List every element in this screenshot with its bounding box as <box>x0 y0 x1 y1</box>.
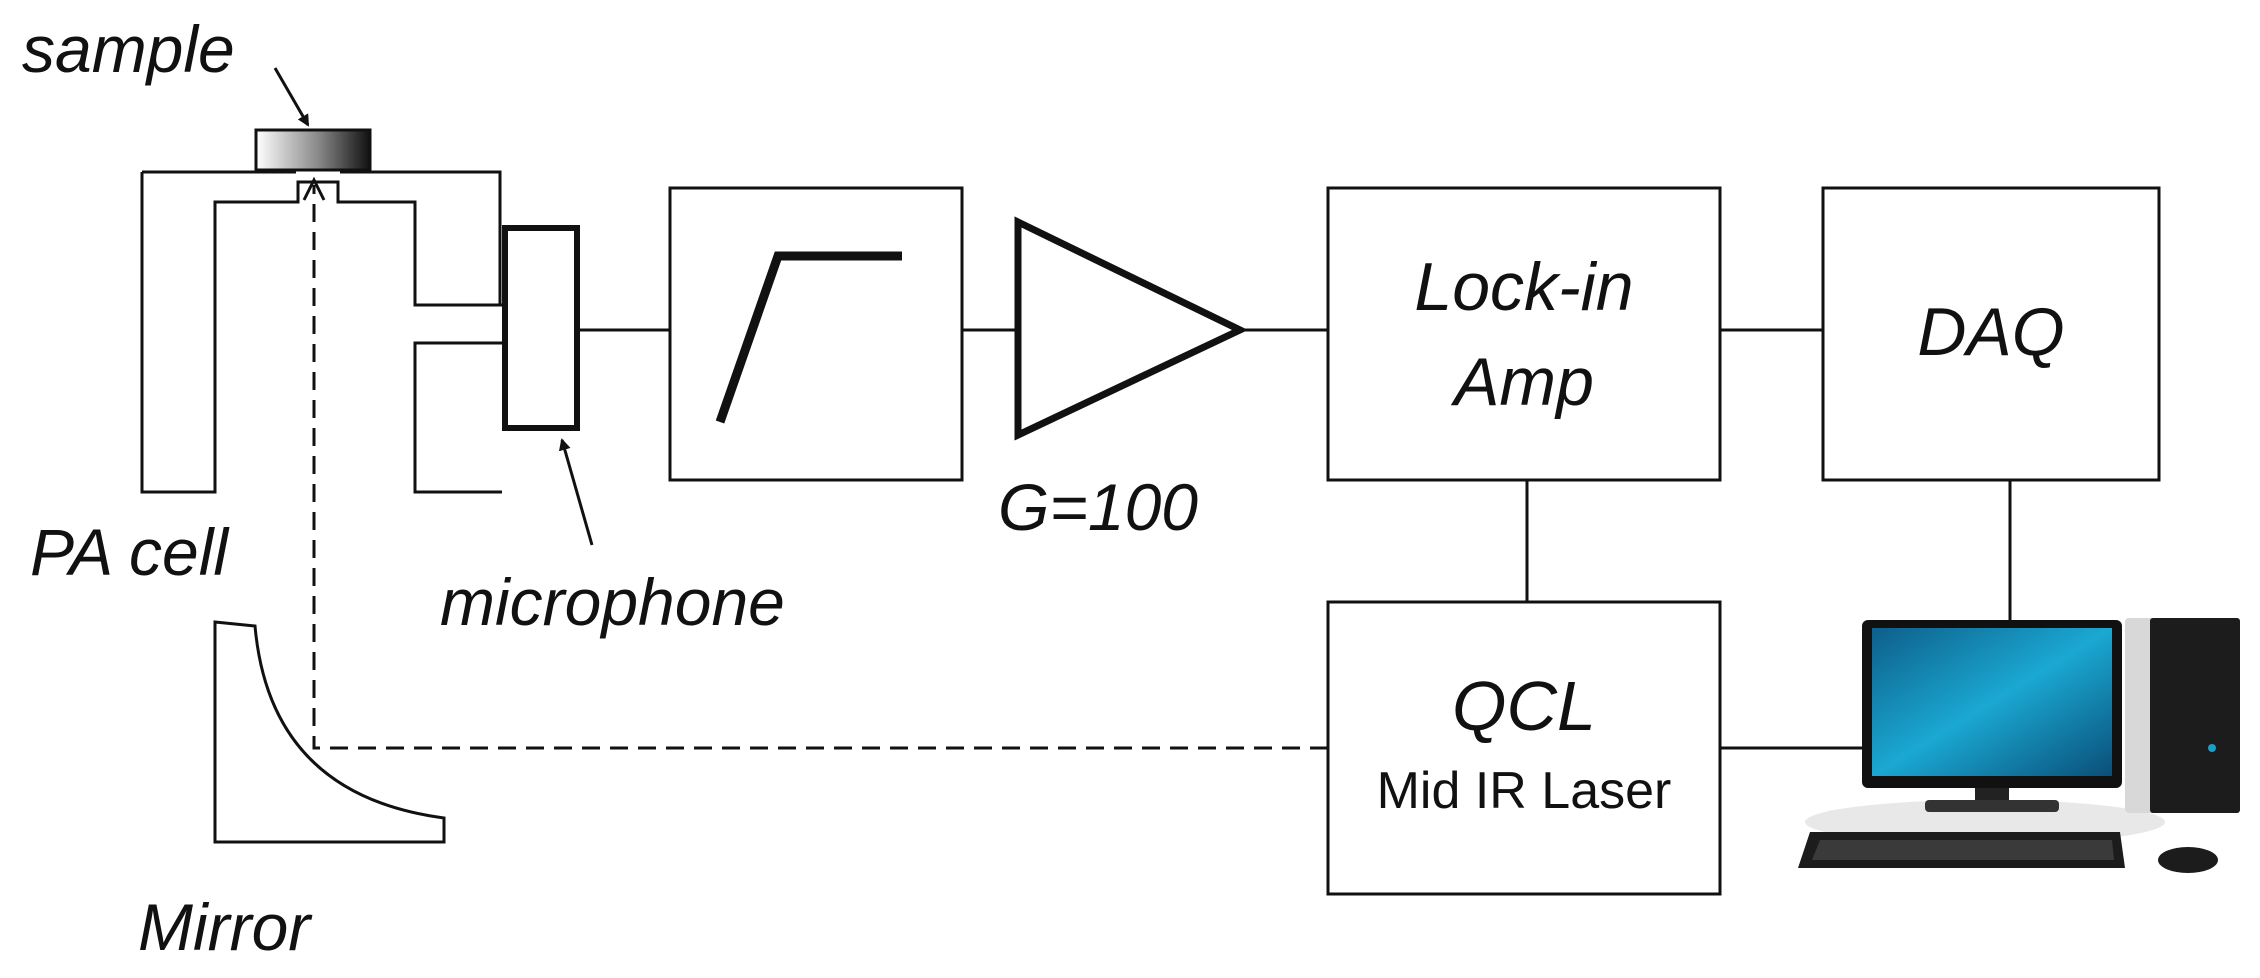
lockin-amp-box <box>1326 186 1722 482</box>
microphone-label: microphone <box>440 565 785 639</box>
lockin-label-line1: Lock-in <box>1414 249 1633 325</box>
qcl-sublabel: Mid IR Laser <box>1377 762 1672 820</box>
qcl-label: QCL <box>1452 667 1596 745</box>
sample-label: sample <box>22 12 235 86</box>
laser-beam <box>312 185 1328 750</box>
pa-cell-label: PA cell <box>30 515 230 589</box>
gain-label: G=100 <box>998 470 1198 544</box>
amplifier-triangle <box>1014 216 1249 441</box>
sample-arrow <box>273 67 310 127</box>
pa-cell <box>140 170 502 494</box>
mirror-label: Mirror <box>138 890 313 964</box>
high-pass-filter <box>668 186 964 482</box>
laser-beam-arrowhead <box>302 176 326 201</box>
daq-box <box>1821 186 2161 482</box>
microphone-arrow <box>558 438 594 546</box>
daq-label: DAQ <box>1917 294 2064 370</box>
lockin-label-line2: Amp <box>1450 344 1594 420</box>
sample-block <box>254 128 372 172</box>
computer-icon <box>1798 618 2240 873</box>
mirror <box>213 620 446 844</box>
qcl-box <box>1326 600 1722 896</box>
filter-response-icon <box>715 251 902 424</box>
microphone <box>502 225 580 431</box>
